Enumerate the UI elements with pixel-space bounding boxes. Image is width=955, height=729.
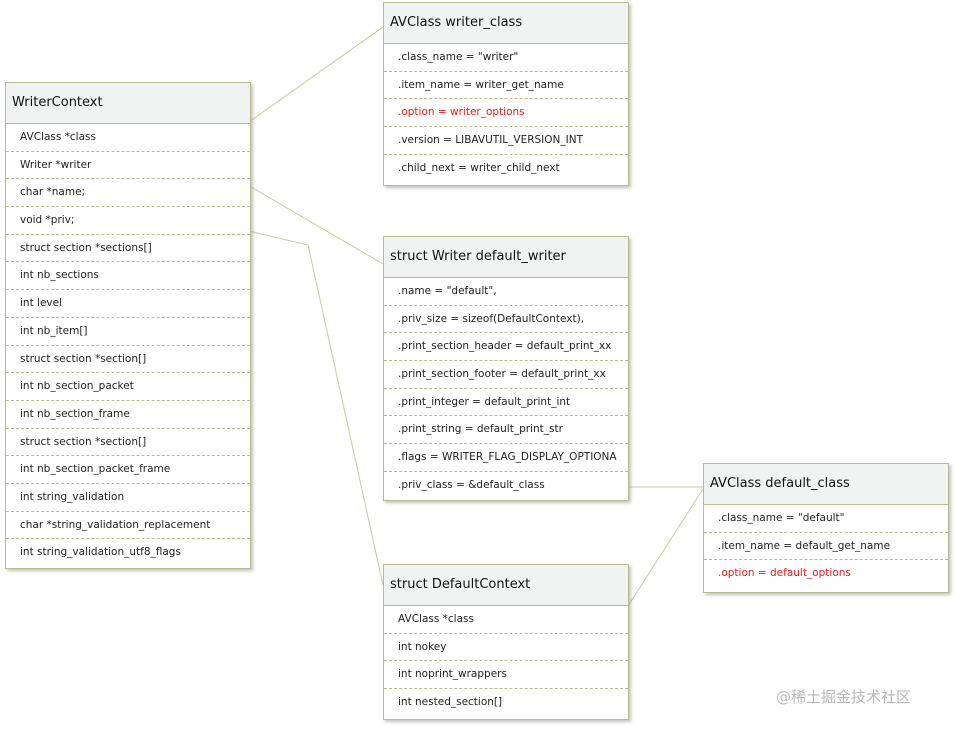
field-row: .option = default_options <box>718 567 851 580</box>
field-row: .print_section_footer = default_print_xx <box>384 361 628 389</box>
field-row: int string_validation_utf8_flags <box>20 546 181 559</box>
field-row: .priv_class = &default_class <box>398 478 545 491</box>
default-context-title: struct DefaultContext <box>384 565 628 606</box>
field-row: .item_name = default_get_name <box>704 533 948 561</box>
field-row: .class_name = "writer" <box>384 44 628 72</box>
field-row: .child_next = writer_child_next <box>398 161 560 174</box>
field-row: struct section *sections[] <box>6 235 250 263</box>
field-row: .class_name = "default" <box>704 505 948 533</box>
connector-default-context-to-default-class <box>627 488 704 607</box>
field-row: int nb_section_packet_frame <box>6 456 250 484</box>
field-row: char *name; <box>6 179 250 208</box>
default-class-box: AVClass default_class .class_name = "def… <box>703 463 949 593</box>
field-row: .name = "default", <box>384 278 628 306</box>
field-row: int level <box>6 290 250 318</box>
default-class-title: AVClass default_class <box>704 464 948 505</box>
field-row: Writer *writer <box>6 152 250 180</box>
field-row: int nb_section_frame <box>6 401 250 429</box>
field-row: int string_validation <box>6 484 250 512</box>
field-row: .priv_size = sizeof(DefaultContext), <box>384 306 628 334</box>
default-writer-fields: .name = "default",.priv_size = sizeof(De… <box>384 278 628 500</box>
field-row: struct section *section[] <box>6 429 250 457</box>
field-row: int nb_item[] <box>6 318 250 346</box>
writer-context-title: WriterContext <box>6 83 250 124</box>
writer-class-title: AVClass writer_class <box>384 3 628 44</box>
field-row: .print_string = default_print_str <box>384 416 628 445</box>
field-row: int nested_section[] <box>398 696 503 709</box>
field-row: .item_name = writer_get_name <box>384 72 628 100</box>
field-row: void *priv; <box>6 207 250 235</box>
field-row: .print_integer = default_print_int <box>384 389 628 417</box>
field-row: int nokey <box>384 634 628 662</box>
field-row: AVClass *class <box>384 606 628 634</box>
writer-class-fields: .class_name = "writer".item_name = write… <box>384 44 628 182</box>
writer-class-box: AVClass writer_class .class_name = "writ… <box>383 2 629 186</box>
default-writer-box: struct Writer default_writer .name = "de… <box>383 236 629 501</box>
field-row: AVClass *class <box>6 124 250 152</box>
field-row: int nb_sections <box>6 262 250 291</box>
watermark: @稀土掘金技术社区 <box>776 688 912 706</box>
default-writer-title: struct Writer default_writer <box>384 237 628 278</box>
field-row: int noprint_wrappers <box>384 661 628 690</box>
connector-priv-to-default-context <box>231 226 384 586</box>
field-row: .version = LIBAVUTIL_VERSION_INT <box>384 127 628 155</box>
field-row: char *string_validation_replacement <box>6 512 250 540</box>
field-row: .option = writer_options <box>384 99 628 128</box>
field-row: .flags = WRITER_FLAG_DISPLAY_OPTIONA <box>384 444 628 472</box>
field-row: struct section *section[] <box>6 346 250 374</box>
field-row: .print_section_header = default_print_xx <box>384 333 628 362</box>
default-class-fields: .class_name = "default".item_name = defa… <box>704 505 948 588</box>
field-row: int nb_section_packet <box>6 373 250 401</box>
